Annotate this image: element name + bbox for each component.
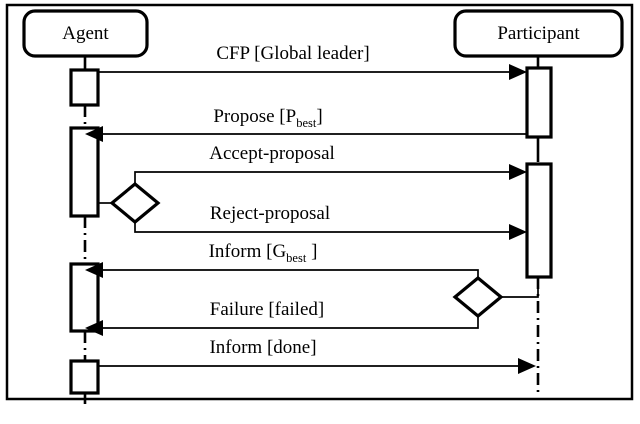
message-accept-proposal-label-text: Accept-proposal [209, 143, 335, 164]
message-inform-done-label-text: Inform [done] [209, 337, 316, 358]
message-propose-arrowhead [85, 126, 103, 142]
activation-participant-1[interactable] [525, 66, 553, 139]
message-inform-done-arrowhead [518, 358, 536, 374]
message-inform-gbest[interactable]: Inform [Gbest ] [85, 241, 479, 278]
message-cfp-arrowhead [509, 64, 527, 80]
message-accept-proposal-line [134, 171, 521, 184]
message-reject-proposal-label: Reject-proposal [210, 203, 330, 224]
message-reject-proposal[interactable]: Reject-proposal [134, 203, 527, 240]
message-inform-done-label: Inform [done] [209, 337, 316, 358]
activation-agent-2[interactable] [69, 126, 100, 218]
activation-agent-4[interactable] [69, 359, 100, 395]
message-inform-gbest-label: Inform [Gbest ] [209, 241, 318, 265]
message-cfp[interactable]: CFP [Global leader] [98, 43, 527, 80]
message-reject-proposal-arrowhead [509, 224, 527, 240]
message-reject-proposal-line [134, 222, 521, 233]
lifeline-participant[interactable]: Participant [453, 9, 624, 392]
activation-agent-1[interactable] [69, 68, 100, 107]
message-accept-proposal[interactable]: Accept-proposal [134, 143, 527, 184]
participant-decision-inlet [501, 277, 539, 298]
message-propose-label-text: Propose [P [213, 106, 296, 127]
message-inform-gbest-label-text: Inform [G [209, 241, 287, 262]
message-propose[interactable]: Propose [Pbest] [85, 106, 527, 142]
message-failure[interactable]: Failure [failed] [85, 299, 479, 336]
message-propose-label-sub: best [296, 116, 317, 130]
message-inform-gbest-arrowhead [85, 262, 103, 278]
message-accept-proposal-label: Accept-proposal [209, 143, 335, 164]
message-failure-arrowhead [85, 320, 103, 336]
message-cfp-label: CFP [Global leader] [216, 43, 369, 64]
lifeline-agent[interactable]: Agent [22, 9, 149, 404]
message-propose-label: Propose [Pbest] [213, 106, 322, 130]
message-inform-gbest-line [92, 269, 479, 278]
message-propose-label-suffix: ] [316, 106, 322, 127]
actor-label-participant: Participant [497, 23, 580, 44]
message-accept-proposal-arrowhead [509, 164, 527, 180]
message-reject-proposal-label-text: Reject-proposal [210, 203, 330, 224]
message-cfp-label-text: CFP [Global leader] [216, 43, 369, 64]
actor-label-agent: Agent [62, 23, 109, 44]
message-inform-gbest-label-sub: best [286, 251, 307, 265]
activation-participant-2[interactable] [525, 162, 553, 279]
message-failure-label-text: Failure [failed] [210, 299, 324, 320]
activation-agent-3[interactable] [69, 262, 100, 333]
message-failure-line [92, 316, 479, 329]
message-inform-done[interactable]: Inform [done] [98, 337, 536, 374]
message-failure-label: Failure [failed] [210, 299, 324, 320]
message-inform-gbest-label-suffix: ] [306, 241, 317, 262]
